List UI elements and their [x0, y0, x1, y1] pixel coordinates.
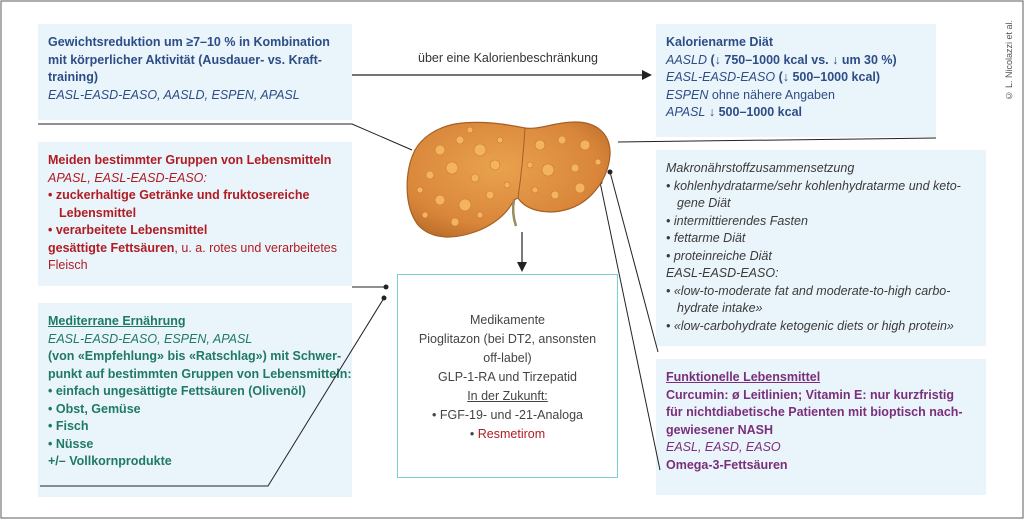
connector-weight	[38, 123, 413, 151]
avoid-societies: APASL, EASL-EASD-EASO:	[48, 170, 207, 185]
aasld-label: AASLD	[666, 52, 707, 67]
drugs-line: • FGF-19- und -21-Analoga	[432, 408, 583, 422]
macro-line: gene Diät	[677, 196, 731, 210]
macro-line: • fettarme Diät	[666, 231, 746, 245]
espen-label: ESPEN	[666, 87, 709, 102]
mediterranean-diet-box: Mediterrane Ernährung EASL-EASD-EASO, ES…	[38, 303, 352, 497]
macro-org: EASL-EASD-EASO:	[666, 266, 779, 280]
connector-dot	[607, 169, 613, 175]
weight-reduction-box: Gewichtsreduktion um ≥7–10 % in Kombinat…	[38, 24, 352, 120]
func-societies: EASL, EASD, EASO	[666, 440, 781, 454]
calorie-easl: EASL-EASD-EASO (↓ 500–1000 kcal)	[666, 69, 926, 87]
med-desc-2: punkt auf bestimmten Gruppen von Lebensm…	[48, 366, 352, 381]
macro-line: • proteinreiche Diät	[666, 248, 772, 263]
calorie-restriction-box: Kalorienarme Diät AASLD (↓ 750–1000 kcal…	[656, 24, 936, 137]
func-line: gewiesener NASH	[666, 422, 773, 437]
connector-calorie	[617, 137, 937, 143]
func-omega: Omega-3-Fettsäuren	[666, 457, 788, 472]
drugs-resmetirom-label: Resmetirom	[477, 427, 546, 441]
macro-line: hydrate intake»	[677, 301, 763, 315]
apasl-value: ↓ 500–1000 kcal	[708, 105, 802, 119]
espen-value: ohne nähere Angaben	[711, 87, 835, 102]
connector-func	[599, 181, 661, 471]
avoid-item-sugar-cont: Lebensmittel	[59, 205, 137, 220]
med-item: +/– Vollkornprodukte	[48, 454, 172, 468]
macro-line: • intermittierendes Fasten	[666, 213, 808, 228]
calorie-apasl: APASL ↓ 500–1000 kcal	[666, 104, 926, 122]
drugs-title: Medikamente	[469, 313, 546, 327]
med-item: • Fisch	[48, 419, 89, 433]
avoid-title: Meiden bestimmter Gruppen von Lebensmitt…	[48, 153, 332, 167]
connector-med	[40, 297, 385, 487]
connector-dot	[381, 295, 387, 301]
func-line: Curcumin: ø Leitlinien; Vitamin E: nur k…	[666, 387, 954, 402]
avoid-item-sugar: • zuckerhaltige Getränke und fruktoserei…	[48, 188, 310, 202]
weight-societies: EASL-EASD-EASO, AASLD, ESPEN, APASL	[48, 87, 300, 102]
weight-line-2: mit körperlicher Aktivität (Ausdauer- vs…	[48, 52, 322, 67]
drugs-bullet: •	[469, 427, 475, 441]
easl-label: EASL-EASD-EASO	[666, 70, 776, 84]
apasl-label: APASL	[666, 105, 706, 119]
drugs-line: GLP-1-RA und Tirzepatid	[438, 370, 577, 384]
liver-illustration	[406, 121, 611, 238]
med-item: • einfach ungesättigte Fettsäuren (Olive…	[48, 384, 306, 398]
weight-line-1: Gewichtsreduktion um ≥7–10 % in Kombinat…	[48, 35, 330, 49]
macro-title: Makronährstoffzusammensetzung	[666, 161, 855, 175]
macro-line: • «low-to-moderate fat and moderate-to-h…	[666, 283, 951, 298]
macro-line: • kohlenhydratarme/sehr kohlenhydratarme…	[666, 178, 961, 193]
calorie-aasld: AASLD (↓ 750–1000 kcal vs. ↓ um 30 %)	[666, 52, 926, 70]
avoid-fat-line-2: Fleisch	[48, 258, 88, 272]
med-item: • Nüsse	[48, 436, 94, 451]
drugs-line: off-label)	[483, 351, 532, 365]
drugs-resmetirom: • Resmetirom	[398, 425, 617, 444]
calorie-arrow-label: über eine Kalorienbeschränkung	[418, 51, 598, 65]
macronutrient-box: Makronährstoffzusammensetzung • kohlenhy…	[656, 150, 986, 346]
med-desc-1: (von «Empfehlung» bis «Ratschlag») mit S…	[48, 349, 342, 363]
calorie-espen: ESPEN ohne nähere Angaben	[666, 87, 926, 105]
aasld-value: (↓ 750–1000 kcal vs. ↓ um 30 %)	[710, 52, 897, 67]
connector-macro	[609, 171, 659, 353]
drugs-future: In der Zukunft:	[467, 389, 548, 403]
med-societies: EASL-EASD-EASO, ESPEN, APASL	[48, 331, 253, 346]
easl-value: (↓ 500–1000 kcal)	[778, 70, 881, 84]
avoid-fat-bold: gesättigte Fettsäuren	[48, 240, 175, 255]
func-line: für nichtdiabetische Patienten mit biopt…	[666, 405, 963, 419]
weight-line-3: training)	[48, 70, 98, 84]
func-title: Funktionelle Lebensmittel	[666, 370, 821, 384]
avoid-fat-rest: , u. a. rotes und verarbeitetes	[174, 240, 338, 255]
calorie-title: Kalorienarme Diät	[666, 35, 773, 49]
med-item: • Obst, Gemüse	[48, 401, 141, 416]
functional-foods-box: Funktionelle Lebensmittel Curcumin: ø Le…	[656, 359, 986, 495]
medication-box: Medikamente Pioglitazon (bei DT2, ansons…	[397, 274, 618, 478]
avoid-item-processed: • verarbeitete Lebensmittel	[48, 223, 208, 237]
drugs-line: Pioglitazon (bei DT2, ansonsten	[418, 332, 597, 346]
avoid-fat-line: gesättigte Fettsäuren, u. a. rotes und v…	[48, 240, 342, 258]
avoid-foods-box: Meiden bestimmter Gruppen von Lebensmitt…	[38, 142, 352, 286]
med-title: Mediterrane Ernährung	[48, 314, 186, 328]
macro-line: • «low-carbohydrate ketogenic diets or h…	[666, 318, 954, 333]
connector-dot	[383, 284, 389, 290]
